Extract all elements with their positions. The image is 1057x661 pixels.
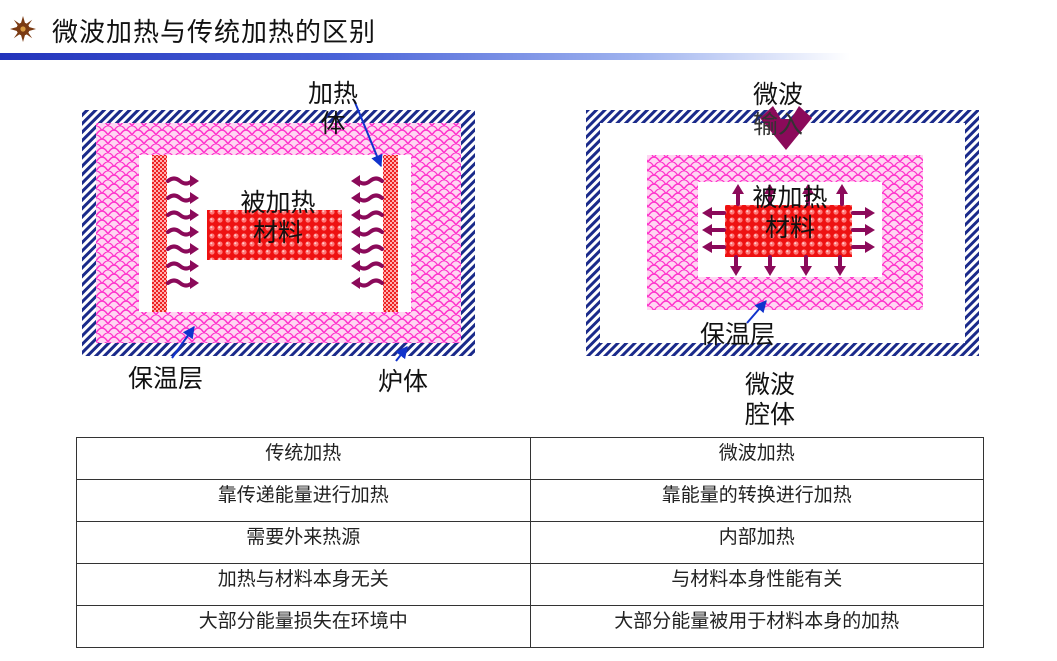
table-row: 传统加热 微波加热 (76, 437, 984, 480)
table-cell: 大部分能量损失在环境中 (76, 605, 531, 648)
mw-heat-arrowheads-up (732, 184, 848, 194)
table-row: 大部分能量损失在环境中 大部分能量被用于材料本身的加热 (76, 605, 984, 648)
table-header-conventional: 传统加热 (76, 437, 531, 480)
heating-element-pointer (353, 99, 383, 168)
comparison-table: 传统加热 微波加热 靠传递能量进行加热 靠能量的转换进行加热 需要外来热源 内部… (76, 437, 984, 648)
gear-sun-icon (10, 16, 36, 42)
table-row: 加热与材料本身无关 与材料本身性能有关 (76, 563, 984, 606)
mw-insulation-pointer (746, 300, 767, 324)
furnace-label: 炉体 (378, 367, 429, 396)
mw-heat-arrows-left (708, 211, 726, 249)
mw-heat-arrowheads-right (865, 207, 875, 253)
heating-element-label: 加热 体 (307, 79, 358, 138)
table-header-microwave: 微波加热 (529, 437, 984, 480)
mw-insulation-label: 保温层 (700, 320, 776, 349)
microwave-input-label: 微波 输入 (752, 80, 803, 139)
heat-wave-arrowheads-right (351, 175, 360, 289)
heating-comparison-diagram (82, 99, 979, 362)
heated-material (207, 210, 342, 260)
title-underline (0, 53, 850, 60)
microwave-input-arrow (760, 106, 812, 150)
mw-heated-material-label: 被加热 材料 (752, 183, 828, 242)
insulation-label: 保温层 (128, 364, 204, 393)
page-title: 微波加热与传统加热的区别 (52, 18, 377, 48)
table-cell: 靠能量的转换进行加热 (529, 479, 984, 522)
insulation-pointer (171, 326, 195, 359)
table-cell: 大部分能量被用于材料本身的加热 (529, 605, 984, 648)
microwave-cavity-label: 微波 腔体 (744, 370, 795, 429)
heating-element-left (152, 155, 167, 312)
heat-wave-arrowheads-left (190, 175, 199, 289)
title-bar: 微波加热与传统加热的区别 (0, 0, 1057, 62)
table-row: 靠传递能量进行加热 靠能量的转换进行加热 (76, 479, 984, 522)
table-cell: 加热与材料本身无关 (76, 563, 531, 606)
table-cell: 需要外来热源 (76, 521, 531, 564)
mw-heat-arrowheads-left (702, 207, 712, 253)
microwave-heating-diagram (586, 106, 979, 356)
furnace-pointer (395, 346, 408, 362)
mw-heated-material (725, 205, 852, 257)
mw-heat-arrows-right (851, 211, 869, 249)
table-cell: 内部加热 (529, 521, 984, 564)
heat-wave-arrows-left (166, 176, 194, 288)
table-row: 需要外来热源 内部加热 (76, 521, 984, 564)
table-cell: 与材料本身性能有关 (529, 563, 984, 606)
heated-material-label: 被加热 材料 (240, 188, 316, 247)
heat-wave-arrows-right (356, 176, 384, 288)
heating-element-right (383, 155, 398, 312)
conventional-heating-diagram (82, 99, 475, 362)
table-cell: 靠传递能量进行加热 (76, 479, 531, 522)
mw-heat-arrowheads-down (730, 266, 846, 276)
